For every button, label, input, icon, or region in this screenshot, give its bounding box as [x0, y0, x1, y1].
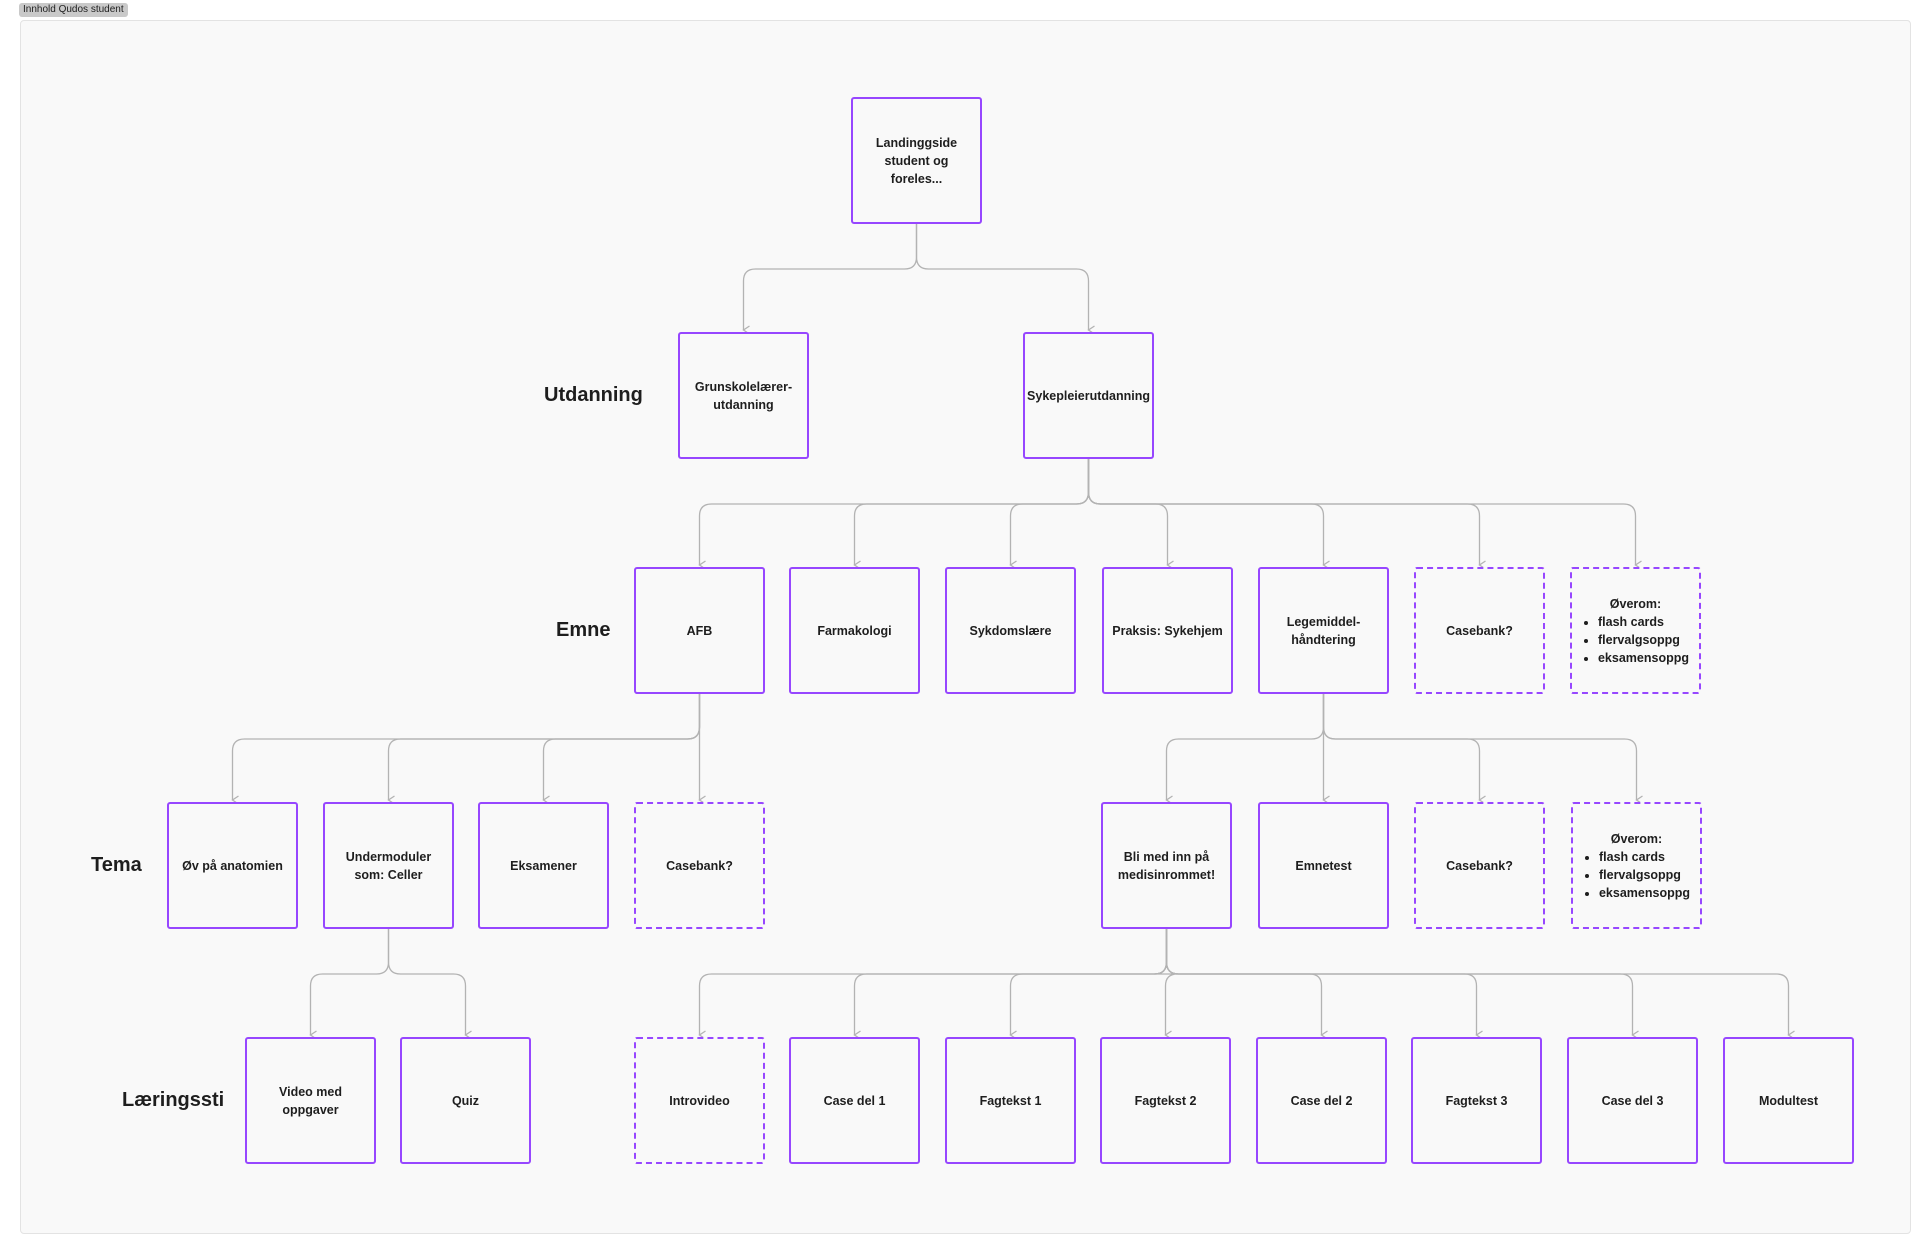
node-fagtekst1-label: Fagtekst 1 — [979, 1093, 1042, 1108]
connector-landing-to-sykepleie — [915, 224, 1095, 335]
frame-title[interactable]: Innhold Qudos student — [19, 3, 128, 17]
row-label-utdanning: Utdanning — [544, 384, 643, 406]
node-casebank-afb[interactable]: Casebank? — [634, 802, 765, 929]
node-fagtekst3[interactable]: Fagtekst 3 — [1411, 1037, 1542, 1164]
node-casebank-leg-label: Casebank? — [1446, 858, 1513, 873]
node-introvideo-label: Introvideo — [669, 1093, 730, 1108]
node-eksamener[interactable]: Eksamener — [478, 802, 609, 929]
node-quiz[interactable]: Quiz — [400, 1037, 531, 1164]
node-video-label: Video med oppgaver — [279, 1084, 342, 1117]
node-quiz-label: Quiz — [451, 1093, 480, 1108]
node-fagtekst2-label: Fagtekst 2 — [1134, 1093, 1197, 1108]
node-case3[interactable]: Case del 3 — [1567, 1037, 1698, 1164]
row-label-emne: Emne — [556, 619, 611, 641]
overom-tema-item: flervalgsoppg — [1599, 866, 1690, 884]
connector-undermoduler-to-quiz — [387, 929, 472, 1040]
row-label-tema: Tema — [91, 854, 142, 876]
row-label-laeringssti: Læringssti — [122, 1089, 225, 1111]
connector-sykepleie-to-casebank_emne — [1087, 459, 1486, 570]
node-case1[interactable]: Case del 1 — [789, 1037, 920, 1164]
node-ov-anatomien-label: Øv på anatomien — [182, 858, 283, 873]
node-casebank-leg[interactable]: Casebank? — [1414, 802, 1545, 929]
node-grunnskole[interactable]: Grunskolelærer-utdanning — [678, 332, 809, 459]
node-bli-med-label: Bli med inn på medisinrommet! — [1117, 849, 1216, 882]
connector-bli_med-to-fagtekst2 — [1154, 929, 1178, 1040]
node-fagtekst2[interactable]: Fagtekst 2 — [1100, 1037, 1231, 1164]
node-praksis[interactable]: Praksis: Sykehjem — [1102, 567, 1233, 694]
node-legemiddel[interactable]: Legemiddel-håndtering — [1258, 567, 1389, 694]
node-case1-label: Case del 1 — [823, 1093, 886, 1108]
overom-emne-item: eksamensoppg — [1598, 649, 1689, 667]
node-bli-med[interactable]: Bli med inn på medisinrommet! — [1101, 802, 1232, 929]
node-farmakologi[interactable]: Farmakologi — [789, 567, 920, 694]
connector-afb-to-eksamener — [542, 694, 701, 805]
node-farmakologi-label: Farmakologi — [817, 623, 892, 638]
overom-emne-item: flervalgsoppg — [1598, 631, 1689, 649]
node-overom-emne[interactable]: Øverom: flash cards flervalgsoppg eksame… — [1570, 567, 1701, 694]
overom-emne-item: flash cards — [1598, 613, 1689, 631]
connector-landing-to-grunnskole — [742, 224, 918, 335]
overom-emne-title: Øverom: — [1609, 596, 1662, 611]
overom-tema-item: flash cards — [1599, 848, 1690, 866]
node-eksamener-label: Eksamener — [510, 858, 577, 873]
node-sykdomslaere-label: Sykdomslære — [969, 623, 1052, 638]
node-overom-tema[interactable]: Øverom: flash cards flervalgsoppg eksame… — [1571, 802, 1702, 929]
connector-bli_med-to-fagtekst1 — [1009, 929, 1168, 1040]
node-grunnskole-label: Grunskolelærer-utdanning — [694, 379, 793, 412]
node-fagtekst1[interactable]: Fagtekst 1 — [945, 1037, 1076, 1164]
node-undermoduler[interactable]: Undermoduler som: Celler — [323, 802, 454, 929]
node-sykepleie-label: Sykepleierutdanning — [1027, 388, 1150, 403]
node-legemiddel-label: Legemiddel-håndtering — [1286, 614, 1361, 647]
connector-sykepleie-to-sykdomslaere — [1009, 459, 1090, 570]
node-undermoduler-label: Undermoduler som: Celler — [345, 849, 432, 882]
node-sykdomslaere[interactable]: Sykdomslære — [945, 567, 1076, 694]
connector-sykepleie-to-praksis — [1087, 459, 1174, 570]
connector-sykepleie-to-afb — [698, 459, 1090, 570]
node-afb[interactable]: AFB — [634, 567, 765, 694]
connector-sykepleie-to-legemiddel — [1087, 459, 1330, 570]
node-modultest[interactable]: Modultest — [1723, 1037, 1854, 1164]
node-case2[interactable]: Case del 2 — [1256, 1037, 1387, 1164]
node-emnetest-label: Emnetest — [1295, 858, 1352, 873]
node-introvideo[interactable]: Introvideo — [634, 1037, 765, 1164]
overom-tema-item: eksamensoppg — [1599, 884, 1690, 902]
node-casebank-afb-label: Casebank? — [666, 858, 733, 873]
node-praksis-label: Praksis: Sykehjem — [1112, 623, 1223, 638]
node-case2-label: Case del 2 — [1290, 1093, 1353, 1108]
node-ov-anatomien[interactable]: Øv på anatomien — [167, 802, 298, 929]
connector-sykepleie-to-farmakologi — [853, 459, 1090, 570]
node-sykepleie[interactable]: Sykepleierutdanning — [1023, 332, 1154, 459]
node-afb-label: AFB — [686, 623, 713, 638]
connector-legemiddel-to-overom_tema — [1322, 694, 1643, 805]
node-video[interactable]: Video med oppgaver — [245, 1037, 376, 1164]
node-casebank-emne[interactable]: Casebank? — [1414, 567, 1545, 694]
connector-sykepleie-to-overom_emne — [1087, 459, 1642, 570]
overom-emne-list: flash cards flervalgsoppg eksamensoppg — [1582, 613, 1689, 667]
node-case3-label: Case del 3 — [1601, 1093, 1664, 1108]
connector-legemiddel-to-casebank_leg — [1322, 694, 1486, 805]
connector-bli_med-to-introvideo — [698, 929, 1168, 1040]
node-casebank-emne-label: Casebank? — [1446, 623, 1513, 638]
connector-legemiddel-to-bli_med — [1165, 694, 1325, 805]
node-modultest-label: Modultest — [1758, 1093, 1819, 1108]
connector-bli_med-to-case2 — [1165, 929, 1328, 1040]
overom-tema-title: Øverom: — [1610, 831, 1663, 846]
node-fagtekst3-label: Fagtekst 3 — [1445, 1093, 1508, 1108]
node-emnetest[interactable]: Emnetest — [1258, 802, 1389, 929]
overom-tema-list: flash cards flervalgsoppg eksamensoppg — [1583, 848, 1690, 902]
node-landing[interactable]: Landinggside student og foreles... — [851, 97, 982, 224]
connector-bli_med-to-case3 — [1165, 929, 1639, 1040]
connector-afb-to-ov_anatomien — [231, 694, 701, 805]
connector-bli_med-to-modultest — [1165, 929, 1795, 1040]
node-landing-label: Landinggside student og foreles... — [875, 135, 958, 186]
connector-undermoduler-to-video — [309, 929, 390, 1040]
